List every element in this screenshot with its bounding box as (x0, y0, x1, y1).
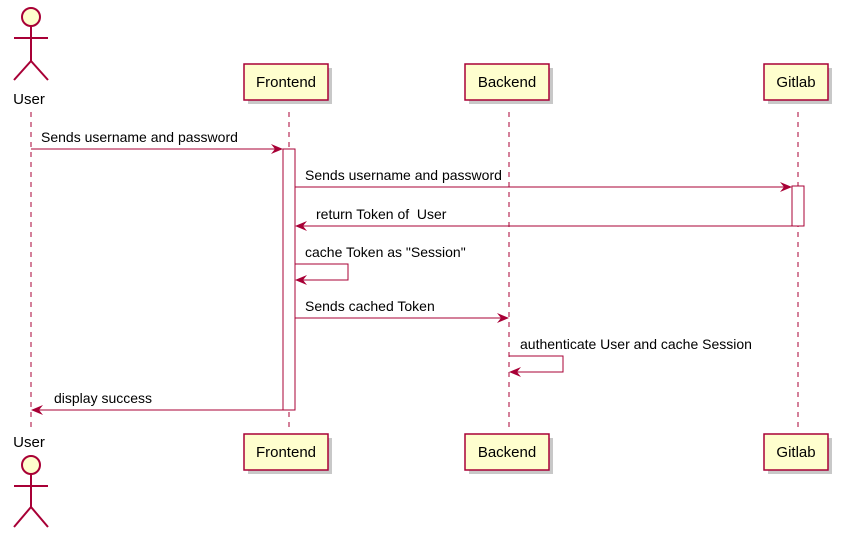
actor-user-top (13, 7, 49, 81)
activation-bar-gitlab (791, 185, 805, 227)
message-label-4: cache Token as "Session" (305, 244, 466, 260)
participant-backend-bottom: Backend (464, 433, 553, 474)
participant-frontend-top-label: Frontend (256, 74, 316, 91)
message-label-2: Sends username and password (305, 167, 502, 183)
message-label-6: authenticate User and cache Session (520, 336, 752, 352)
participant-frontend-bottom: Frontend (243, 433, 332, 474)
actor-user-bottom (13, 455, 49, 528)
participant-gitlab-bottom-label: Gitlab (776, 444, 815, 461)
message-label-1: Sends username and password (41, 129, 238, 145)
participant-backend-top-label: Backend (478, 74, 536, 91)
actor-user-bottom-label: User (13, 434, 45, 451)
participant-backend-bottom-label: Backend (478, 444, 536, 461)
participant-frontend-bottom-label: Frontend (256, 444, 316, 461)
participant-gitlab-bottom: Gitlab (763, 433, 832, 474)
activation-bar-frontend (282, 148, 296, 411)
participant-backend-top: Backend (464, 63, 553, 104)
message-label-7: display success (54, 390, 152, 406)
participant-gitlab-top: Gitlab (763, 63, 832, 104)
actor-user-top-label: User (13, 91, 45, 108)
participant-frontend-top: Frontend (243, 63, 332, 104)
message-label-3: return Token of User (316, 206, 447, 222)
message-arrow-4 (295, 263, 349, 285)
participant-gitlab-top-label: Gitlab (776, 74, 815, 91)
message-arrow-6 (509, 355, 564, 377)
message-label-5: Sends cached Token (305, 298, 435, 314)
